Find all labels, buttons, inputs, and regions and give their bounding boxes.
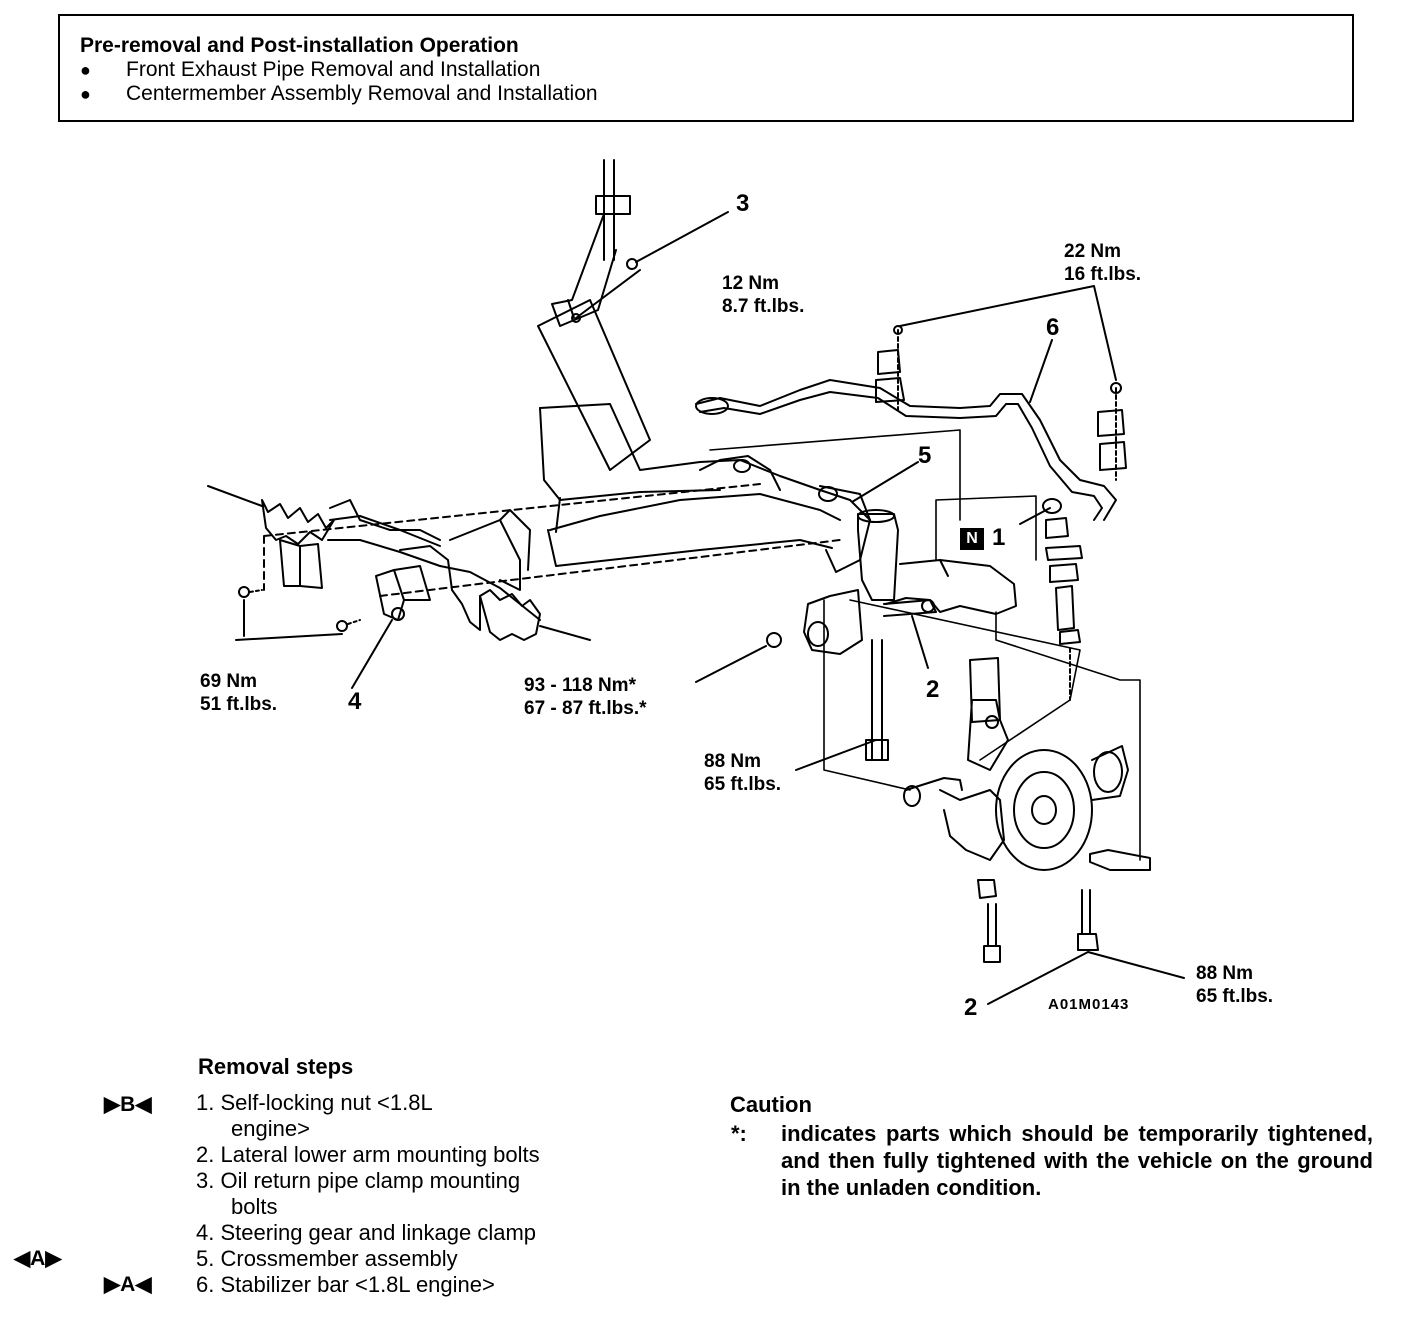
callout-2-lower: 2 (964, 994, 978, 1021)
service-mark-b: ▶B◀ (104, 1093, 152, 1116)
pre-operation-box: Pre-removal and Post-installation Operat… (58, 14, 1354, 122)
torque-label-self-locking-nut: 93 - 118 Nm* 67 - 87 ft.lbs.* (524, 675, 647, 719)
torque-label-clamp: 12 Nm 8.7 ft.lbs. (722, 273, 805, 317)
figure-code: A01M0143 (1048, 996, 1130, 1013)
pre-operation-item: ●Front Exhaust Pipe Removal and Installa… (80, 58, 541, 81)
removal-step: 1. Self-locking nut <1.8L (196, 1090, 433, 1115)
service-mark-a-install: ◀A▶ (14, 1247, 62, 1270)
pre-operation-title: Pre-removal and Post-installation Operat… (80, 34, 519, 57)
caution-text: indicates parts which should be temporar… (781, 1121, 1373, 1200)
callout-1: 1 (992, 524, 1006, 551)
removal-step: 5. Crossmember assembly (196, 1246, 458, 1271)
removal-step: 6. Stabilizer bar <1.8L engine> (196, 1272, 495, 1297)
callout-2: 2 (926, 676, 940, 703)
torque-label-gear: 69 Nm 51 ft.lbs. (200, 671, 278, 715)
new-part-icon: N (960, 528, 984, 550)
callout-5: 5 (918, 442, 932, 469)
removal-step: 4. Steering gear and linkage clamp (196, 1220, 537, 1245)
removal-step-continued: bolts (231, 1194, 278, 1219)
callout-6: 6 (1046, 314, 1060, 341)
callout-3: 3 (736, 190, 750, 217)
removal-step-continued: engine> (231, 1116, 310, 1141)
bullet-icon: ● (80, 60, 91, 80)
removal-step: 2. Lateral lower arm mounting bolts (196, 1142, 540, 1167)
pre-operation-item: ●Centermember Assembly Removal and Insta… (80, 82, 598, 105)
torque-label-stabilizer: 22 Nm 16 ft.lbs. (1064, 241, 1142, 285)
caution-marker: *: (731, 1121, 747, 1146)
torque-label-lower-arm-1: 88 Nm 65 ft.lbs. (704, 751, 782, 795)
service-mark-a: ▶A◀ (104, 1273, 152, 1296)
caution-title: Caution (730, 1092, 812, 1117)
bullet-icon: ● (80, 84, 91, 104)
removal-steps-title: Removal steps (198, 1054, 354, 1079)
callout-4: 4 (348, 688, 362, 715)
torque-label-lower-arm-2: 88 Nm 65 ft.lbs. (1196, 963, 1274, 1007)
removal-step: 3. Oil return pipe clamp mounting (196, 1168, 521, 1193)
